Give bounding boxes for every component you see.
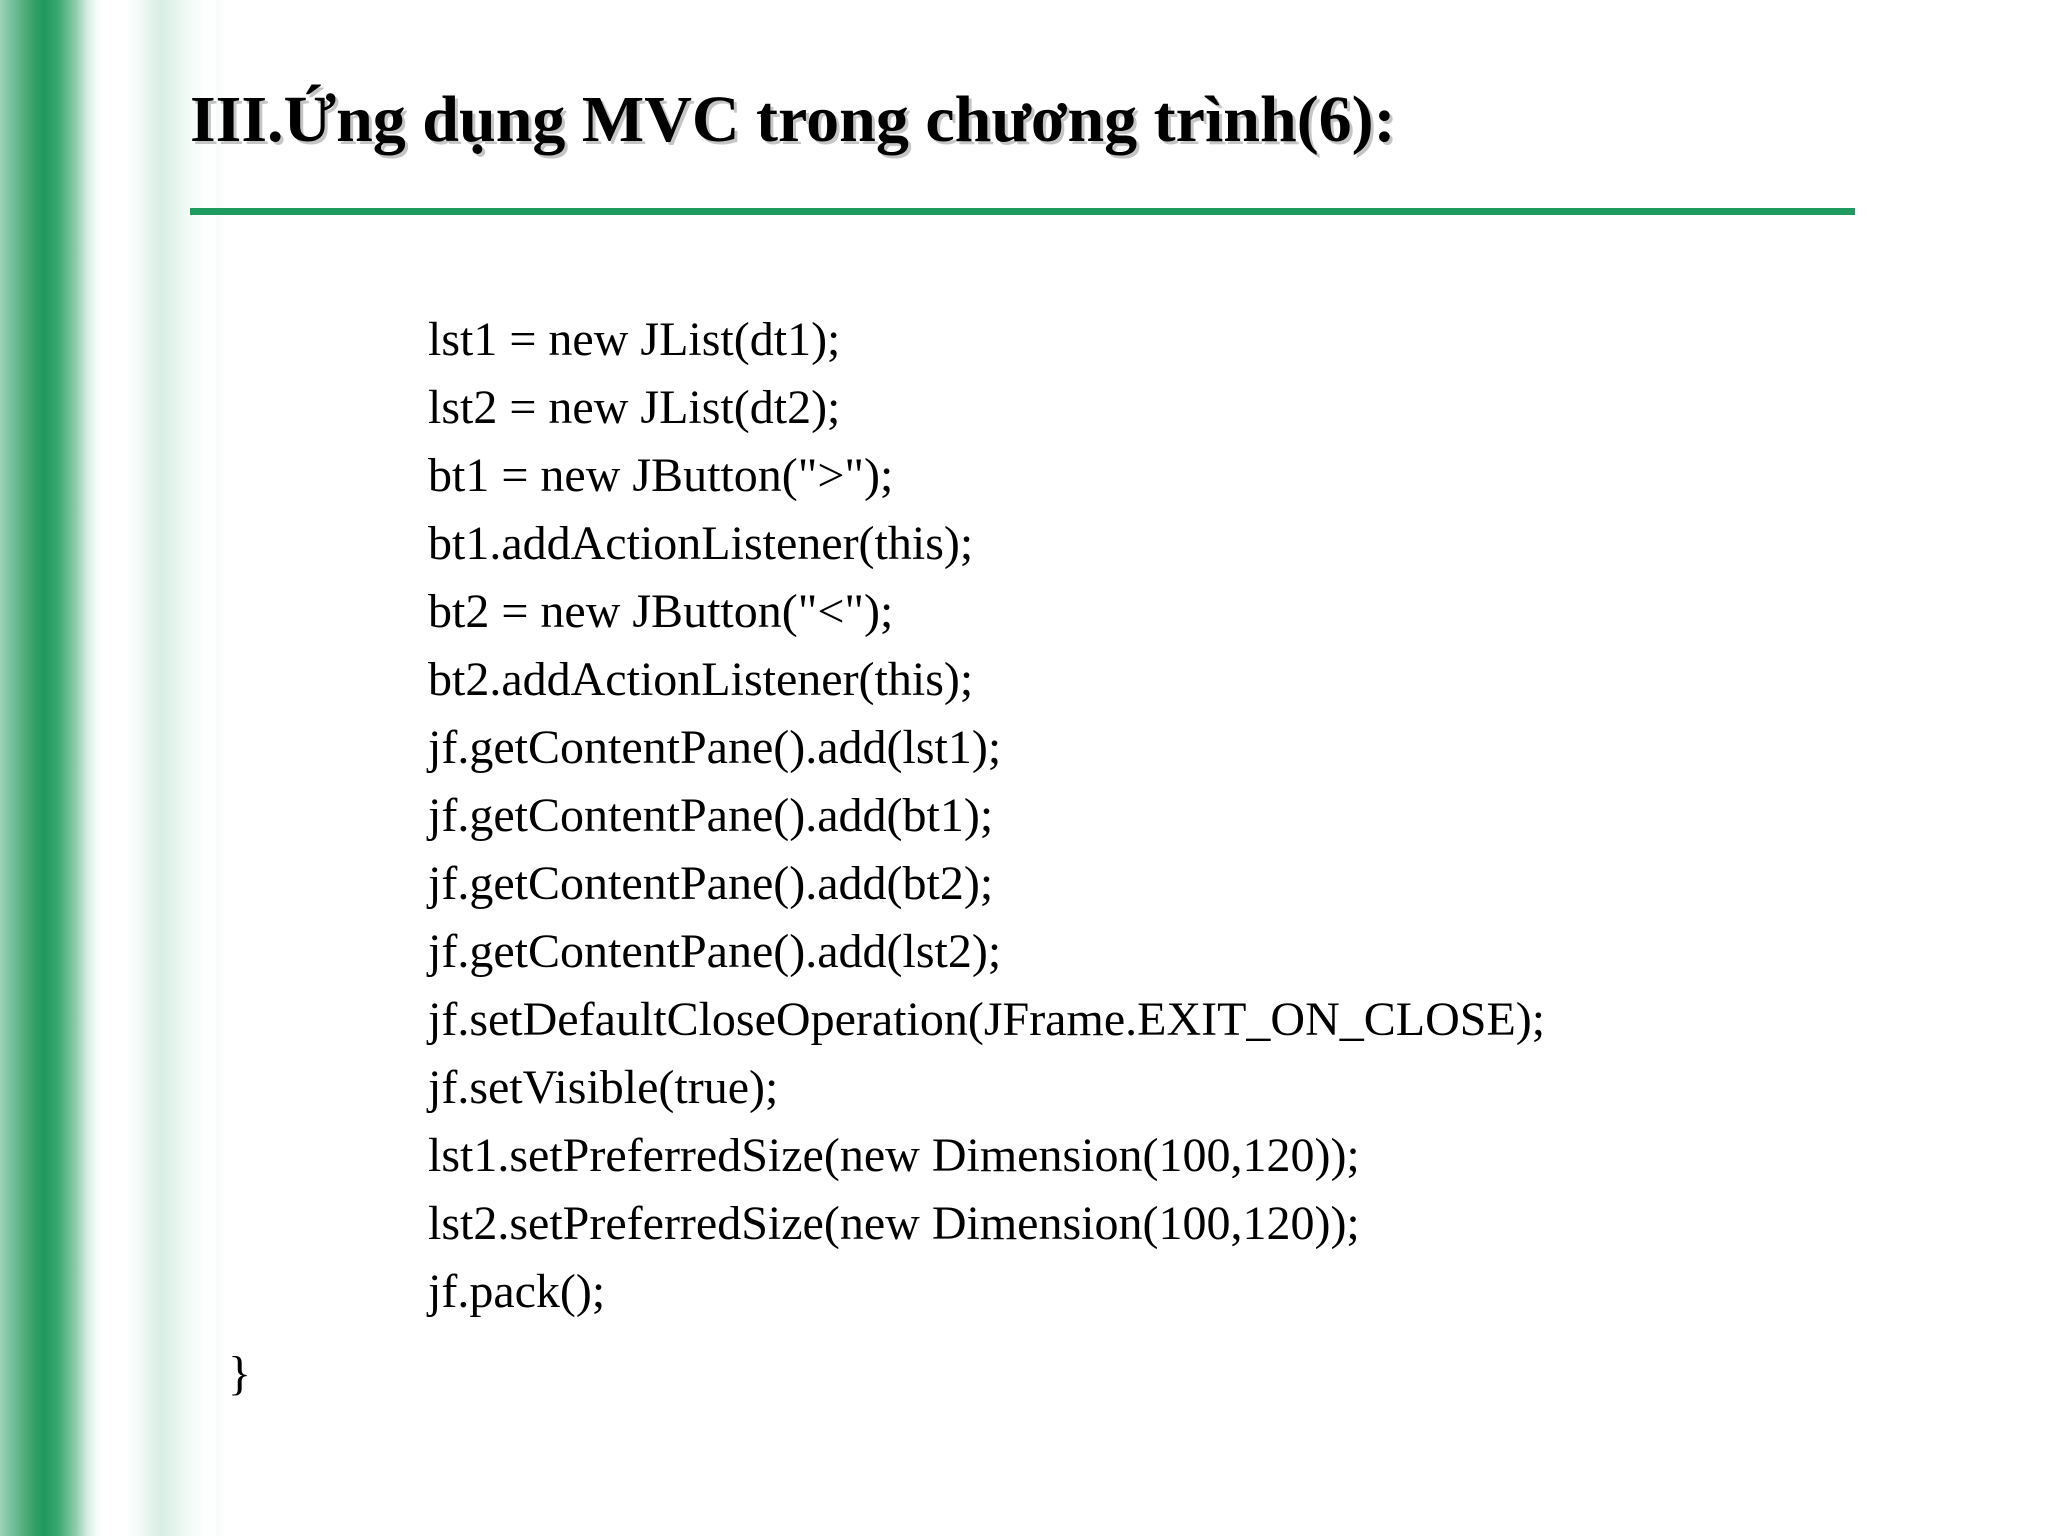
page-title: III.Ứng dụng MVC trong chương trình(6): [190, 83, 1396, 156]
code-line: jf.getContentPane().add(bt1); [428, 789, 994, 842]
title-underline-rule [190, 208, 1855, 215]
code-line: lst2 = new JList(dt2); [428, 381, 841, 434]
code-line: jf.getContentPane().add(lst1); [428, 721, 1002, 774]
code-line: jf.setDefaultCloseOperation(JFrame.EXIT_… [428, 993, 1546, 1046]
code-line: lst2.setPreferredSize(new Dimension(100,… [428, 1197, 1360, 1250]
code-closing-brace: } [228, 1347, 252, 1400]
code-line: jf.getContentPane().add(bt2); [428, 857, 994, 910]
code-line: lst1.setPreferredSize(new Dimension(100,… [428, 1129, 1360, 1182]
code-line: jf.setVisible(true); [428, 1061, 779, 1114]
code-block: lst1 = new JList(dt1); lst2 = new JList(… [428, 306, 1928, 1326]
left-gradient-decoration [0, 0, 224, 1536]
code-line: bt1.addActionListener(this); [428, 517, 974, 570]
code-line: jf.getContentPane().add(lst2); [428, 925, 1002, 978]
code-line: jf.pack(); [428, 1265, 606, 1318]
title-area: III.Ứng dụng MVC trong chương trình(6): [190, 78, 1890, 168]
code-line: bt2.addActionListener(this); [428, 653, 974, 706]
left-gradient-edge [216, 0, 226, 1536]
code-line: bt2 = new JButton("<"); [428, 585, 894, 638]
code-line: lst1 = new JList(dt1); [428, 313, 841, 366]
code-line: bt1 = new JButton(">"); [428, 449, 894, 502]
